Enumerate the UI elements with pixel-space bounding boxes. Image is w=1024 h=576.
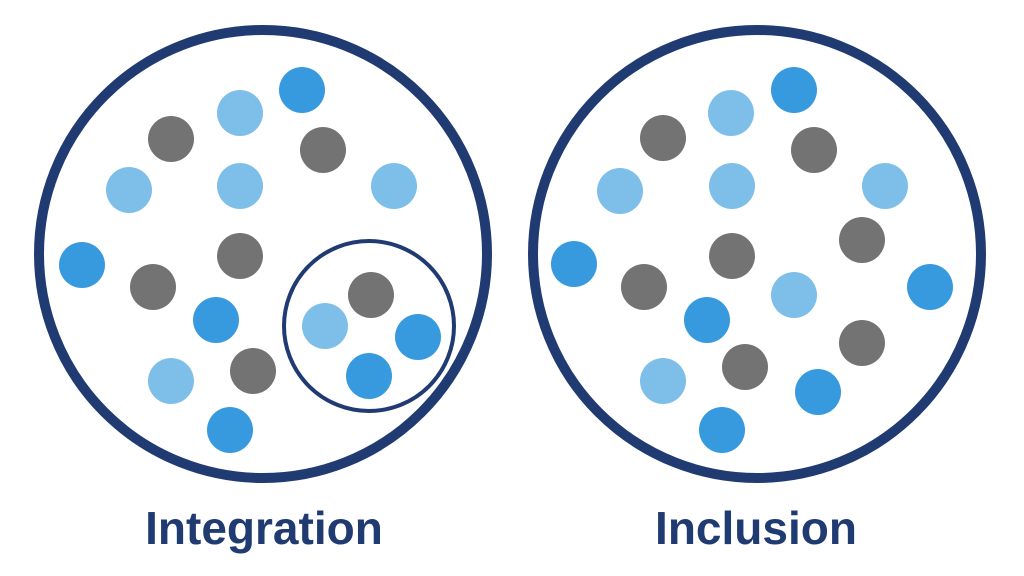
dot-light-blue [640, 358, 686, 404]
dot-gray [148, 116, 194, 162]
dot-gray [709, 233, 755, 279]
integration-panel [34, 25, 492, 483]
subgroup-dot-blue [395, 314, 441, 360]
dot-light-blue [106, 167, 152, 213]
subgroup-dot-blue [346, 353, 392, 399]
subgroup-dot-gray [348, 272, 394, 318]
dot-blue [907, 264, 953, 310]
dot-gray [722, 344, 768, 390]
dot-blue [684, 297, 730, 343]
dot-light-blue [597, 168, 643, 214]
integration-outer-circle [34, 25, 492, 483]
inclusion-panel [528, 25, 986, 483]
dot-gray [300, 127, 346, 173]
dot-light-blue [862, 163, 908, 209]
dot-blue [207, 407, 253, 453]
dot-blue [59, 242, 105, 288]
dot-light-blue [771, 272, 817, 318]
dot-blue [771, 67, 817, 113]
dot-blue [551, 241, 597, 287]
dot-gray [230, 348, 276, 394]
subgroup-dot-light-blue [302, 303, 348, 349]
dot-light-blue [709, 163, 755, 209]
integration-subgroup-circle [282, 239, 456, 413]
dot-blue [699, 407, 745, 453]
dot-blue [279, 67, 325, 113]
dot-gray [839, 217, 885, 263]
inclusion-outer-circle [528, 25, 986, 483]
integration-label: Integration [145, 502, 383, 554]
dot-light-blue [148, 358, 194, 404]
dot-blue [193, 297, 239, 343]
dot-light-blue [217, 90, 263, 136]
dot-gray [621, 264, 667, 310]
dot-gray [217, 233, 263, 279]
inclusion-label: Inclusion [655, 502, 857, 554]
dot-gray [791, 127, 837, 173]
dot-light-blue [371, 163, 417, 209]
dot-light-blue [217, 163, 263, 209]
dot-gray [839, 320, 885, 366]
dot-gray [130, 264, 176, 310]
dot-light-blue [708, 90, 754, 136]
dot-gray [640, 115, 686, 161]
dot-blue [795, 369, 841, 415]
